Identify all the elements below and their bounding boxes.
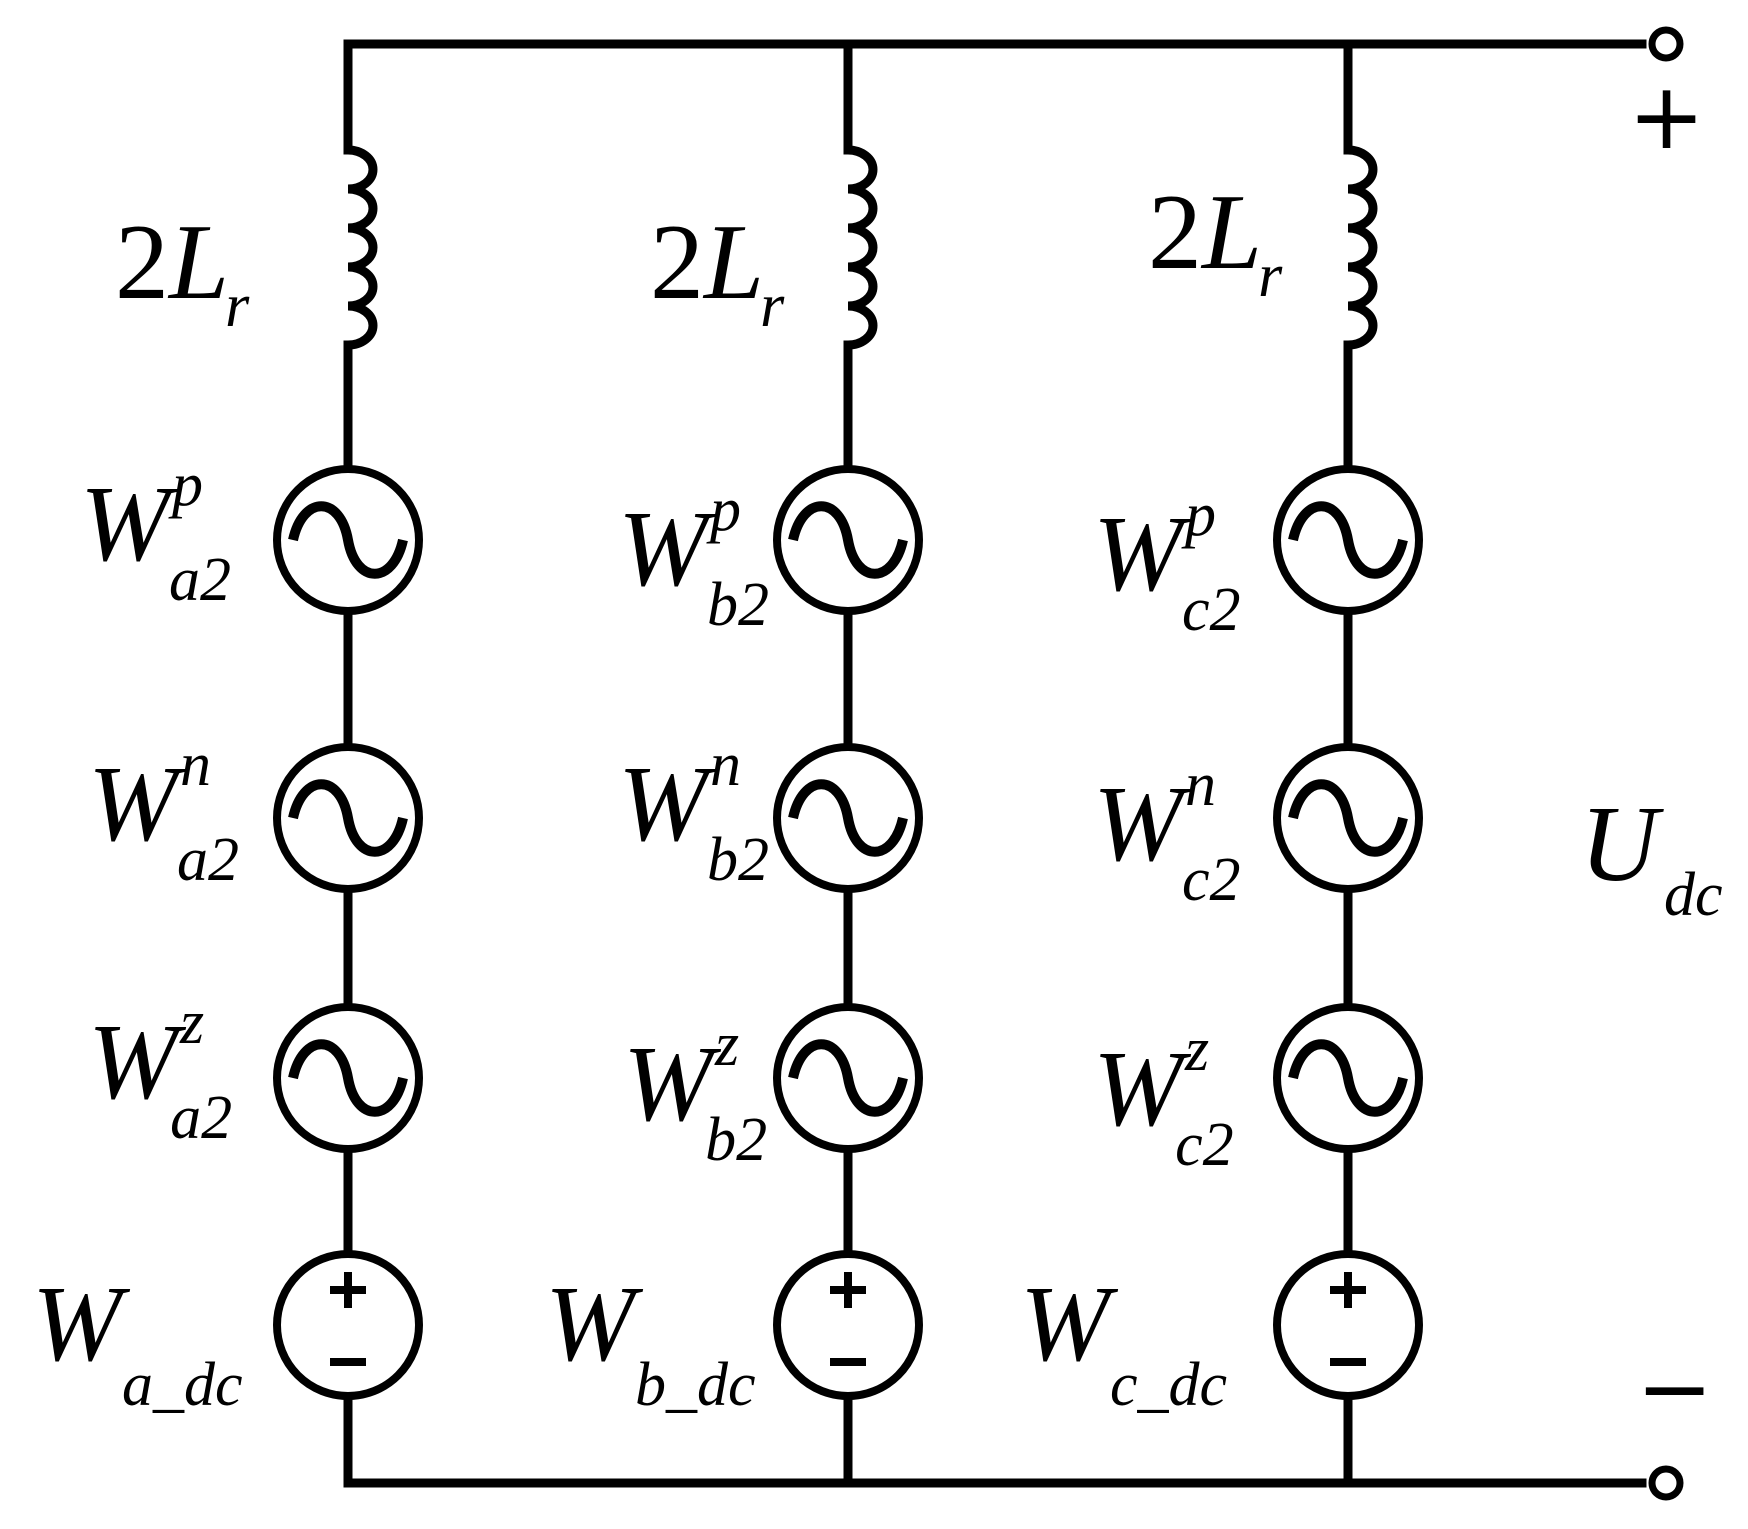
svg-text:Wc_dc: Wc_dc — [1020, 1265, 1227, 1419]
plus-icon — [1330, 1272, 1366, 1308]
ac-tilde-icon — [1288, 779, 1408, 857]
ac-tilde-icon — [788, 779, 908, 857]
inductor-b — [843, 145, 878, 350]
ac-tilde-icon — [1288, 501, 1408, 579]
inductor-label-b: 2Lr — [650, 203, 785, 340]
output-minus-sign: − — [1636, 1335, 1713, 1442]
source-w-cdc: Wc_dc — [1020, 1250, 1423, 1419]
svg-text:Wa_dc: Wa_dc — [32, 1265, 243, 1419]
ac-tilde-icon — [288, 779, 408, 857]
ac-tilde-icon — [288, 501, 408, 579]
output-voltage-label: Udc — [1580, 785, 1723, 929]
source-w-adc: Wa_dc — [32, 1250, 423, 1419]
source-w-bdc: Wb_dc — [545, 1250, 923, 1419]
svg-text:Wb_dc: Wb_dc — [545, 1265, 756, 1419]
inductor-c — [1343, 145, 1378, 350]
plus-icon — [330, 1272, 366, 1308]
inductor-a — [343, 145, 378, 350]
output-plus-sign: + — [1628, 63, 1705, 170]
ac-tilde-icon — [288, 1039, 408, 1117]
negative-terminal[interactable] — [1648, 1465, 1684, 1501]
inductor-label-c: 2Lr — [1148, 173, 1283, 310]
inductor-label-a: 2Lr — [115, 203, 250, 340]
plus-icon — [830, 1272, 866, 1308]
positive-terminal[interactable] — [1648, 26, 1684, 62]
ac-tilde-icon — [1288, 1039, 1408, 1117]
ac-tilde-icon — [788, 1039, 908, 1117]
ac-tilde-icon — [788, 501, 908, 579]
